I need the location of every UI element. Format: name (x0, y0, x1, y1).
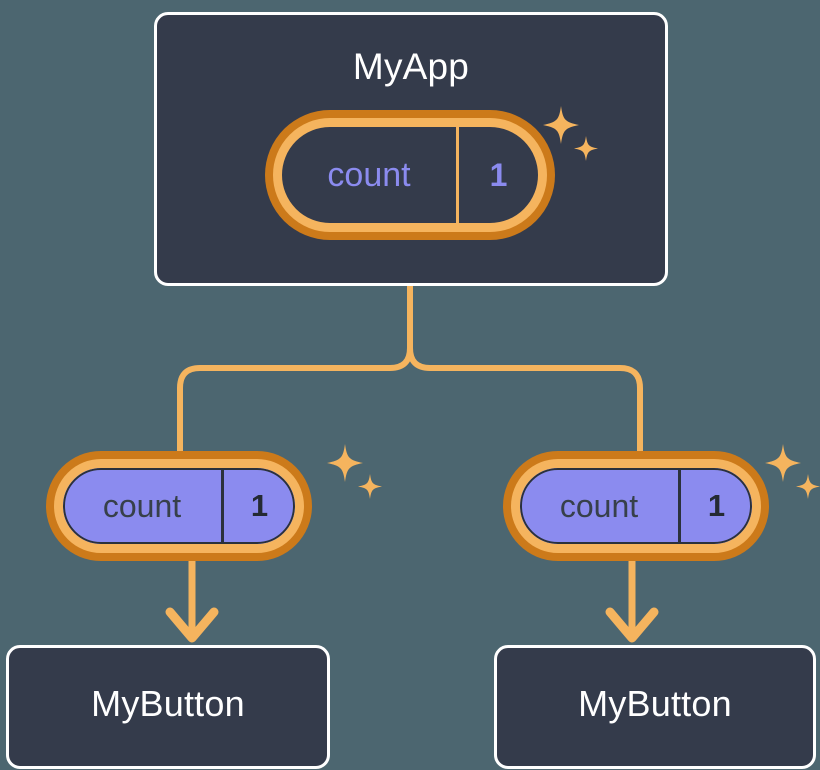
state-value-label: 1 (221, 468, 295, 544)
state-key-label: count (102, 487, 182, 524)
state-value-label: 1 (678, 468, 752, 544)
connector-tree-path (177, 283, 413, 465)
component-title-mybutton-left: MyButton (91, 683, 245, 724)
state-pill-body: count 1 (273, 118, 547, 232)
component-box-mybutton-right[interactable]: MyButton (494, 645, 816, 769)
arrow-down-icon-right (605, 607, 659, 643)
state-key-label: count (327, 155, 411, 194)
state-pill-body: count 1 (511, 459, 761, 553)
state-pill-body: count 1 (54, 459, 304, 553)
state-pill-mybutton-right[interactable]: count 1 (511, 459, 761, 553)
connector-tree-path-right (407, 283, 643, 465)
component-title-mybutton-right: MyButton (578, 683, 732, 724)
state-pill-mybutton-left[interactable]: count 1 (54, 459, 304, 553)
state-pill-myapp[interactable]: count 1 (273, 118, 547, 232)
component-box-mybutton-left[interactable]: MyButton (6, 645, 330, 769)
component-title-myapp: MyApp (352, 46, 470, 87)
arrow-down-icon-left (165, 607, 219, 643)
state-key-label: count (559, 487, 639, 524)
state-value-label: 1 (456, 127, 538, 223)
